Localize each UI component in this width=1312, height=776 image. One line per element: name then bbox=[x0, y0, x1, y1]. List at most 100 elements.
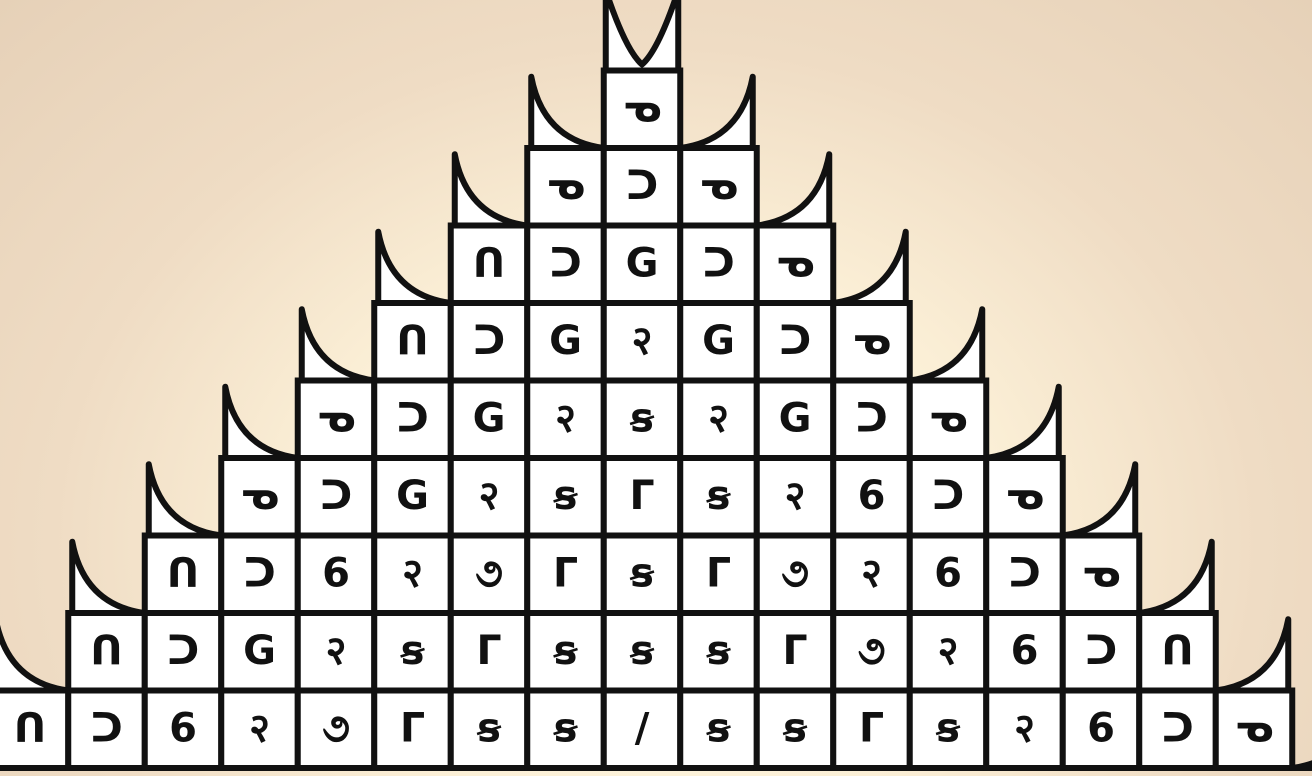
cell-character: ᑐ bbox=[1085, 628, 1118, 674]
cell-character: ᑎ bbox=[396, 318, 428, 364]
left-horn bbox=[531, 77, 604, 148]
cell-character: ᑐ bbox=[167, 628, 200, 674]
cell-character: ꞩ bbox=[629, 628, 655, 674]
cell-character: 6 bbox=[169, 706, 197, 752]
cell-character: २ bbox=[861, 551, 882, 597]
cell-character: ᑐ bbox=[320, 473, 353, 519]
cell-character: G bbox=[243, 628, 276, 674]
cell-character: ᓀ bbox=[1081, 551, 1121, 597]
right-horn bbox=[1139, 542, 1212, 613]
cell-character: ꞩ bbox=[476, 706, 502, 752]
left-horn bbox=[302, 309, 375, 380]
cell-character: G bbox=[702, 318, 735, 364]
cell-character: २ bbox=[479, 473, 500, 519]
cell-character: G bbox=[626, 241, 659, 287]
cell-character: 6 bbox=[934, 551, 962, 597]
cell-character: G bbox=[779, 396, 812, 442]
cell-character: 6 bbox=[1011, 628, 1039, 674]
cell-character: ᓀ bbox=[775, 241, 815, 287]
right-horn bbox=[1216, 619, 1289, 690]
cell-character: ᑐ bbox=[855, 396, 888, 442]
cell-character: ᒥ bbox=[706, 551, 731, 597]
cell-character: ᓀ bbox=[699, 163, 739, 209]
cell-character: ᒥ bbox=[629, 473, 654, 519]
cell-character: ꞩ bbox=[706, 628, 732, 674]
cell-character: ᑐ bbox=[702, 241, 735, 287]
cell-character: ꞩ bbox=[706, 706, 732, 752]
cell-character: २ bbox=[555, 396, 576, 442]
left-horn bbox=[0, 619, 68, 690]
cell-character: / bbox=[635, 706, 650, 752]
right-horn bbox=[910, 309, 983, 380]
cell-character: ᓀ bbox=[546, 163, 586, 209]
right-horn bbox=[1063, 464, 1136, 535]
cell-character: ᓀ bbox=[852, 318, 892, 364]
cell-character: G bbox=[473, 396, 506, 442]
cell-character: ᑎ bbox=[473, 241, 505, 287]
cell-character: ꞩ bbox=[553, 628, 579, 674]
cell-character: ᒥ bbox=[400, 706, 425, 752]
cell-character: २ bbox=[785, 473, 806, 519]
cell-character: ꞩ bbox=[400, 628, 426, 674]
cell-character: ꞩ bbox=[706, 473, 732, 519]
cell-character: ᑐ bbox=[1008, 551, 1041, 597]
cell-character: 6 bbox=[322, 551, 350, 597]
cell-character: ᑎ bbox=[90, 628, 122, 674]
cell-character: ᒥ bbox=[476, 628, 501, 674]
cell-character: ᓀ bbox=[622, 86, 662, 132]
cell-character: ᑐ bbox=[243, 551, 276, 597]
cell-character: ૭ bbox=[475, 551, 503, 597]
apex-cap bbox=[606, 0, 679, 71]
cell-character: २ bbox=[708, 396, 729, 442]
cell-character: ᓀ bbox=[316, 396, 356, 442]
cell-character: ꞩ bbox=[629, 551, 655, 597]
cell-character: ꞩ bbox=[935, 706, 961, 752]
right-horn bbox=[986, 387, 1059, 458]
cell-character: ᑐ bbox=[779, 318, 812, 364]
cell-character: G bbox=[396, 473, 429, 519]
cell-character: ꞩ bbox=[629, 396, 655, 442]
cell-character: G bbox=[549, 318, 582, 364]
right-horn bbox=[833, 232, 906, 303]
cell-character: 6 bbox=[1087, 706, 1115, 752]
cell-character: २ bbox=[632, 318, 653, 364]
right-horn bbox=[680, 77, 753, 148]
cell-character: ᑎ bbox=[1161, 628, 1193, 674]
cell-character: ᑐ bbox=[396, 396, 429, 442]
cell-character: ᑐ bbox=[549, 241, 582, 287]
cell-character: ᑐ bbox=[626, 163, 659, 209]
cell-character: ᑐ bbox=[90, 706, 123, 752]
cell-character: 6 bbox=[858, 473, 886, 519]
cell-character: ᒥ bbox=[859, 706, 884, 752]
cell-character: ૭ bbox=[322, 706, 350, 752]
left-horn bbox=[72, 542, 145, 613]
cell-character: २ bbox=[249, 706, 270, 752]
cell-character: ꞩ bbox=[553, 473, 579, 519]
cell-character: ᒥ bbox=[782, 628, 807, 674]
cell-character: ᒥ bbox=[553, 551, 578, 597]
cell-character: ૭ bbox=[781, 551, 809, 597]
cell-character: ᑎ bbox=[14, 706, 46, 752]
cell-character: ᑐ bbox=[932, 473, 965, 519]
left-horn bbox=[455, 154, 528, 225]
cell-character: ᑐ bbox=[1161, 706, 1194, 752]
cell-character: ꞩ bbox=[782, 706, 808, 752]
cell-character: ૭ bbox=[858, 628, 886, 674]
cell-character: ᓀ bbox=[1005, 473, 1045, 519]
cell-character: २ bbox=[938, 628, 959, 674]
cell-character: २ bbox=[402, 551, 423, 597]
left-horn bbox=[378, 232, 451, 303]
cell-character: २ bbox=[1014, 706, 1035, 752]
cell-character: ᑎ bbox=[167, 551, 199, 597]
right-horn bbox=[757, 154, 830, 225]
cell-character: २ bbox=[326, 628, 347, 674]
cell-character: ᓀ bbox=[1234, 706, 1274, 752]
cell-character: ᓀ bbox=[928, 396, 968, 442]
cell-character: ꞩ bbox=[553, 706, 579, 752]
left-horn bbox=[149, 464, 222, 535]
left-horn bbox=[225, 387, 298, 458]
cell-character: ᓀ bbox=[240, 473, 280, 519]
cell-character: ᑐ bbox=[473, 318, 506, 364]
